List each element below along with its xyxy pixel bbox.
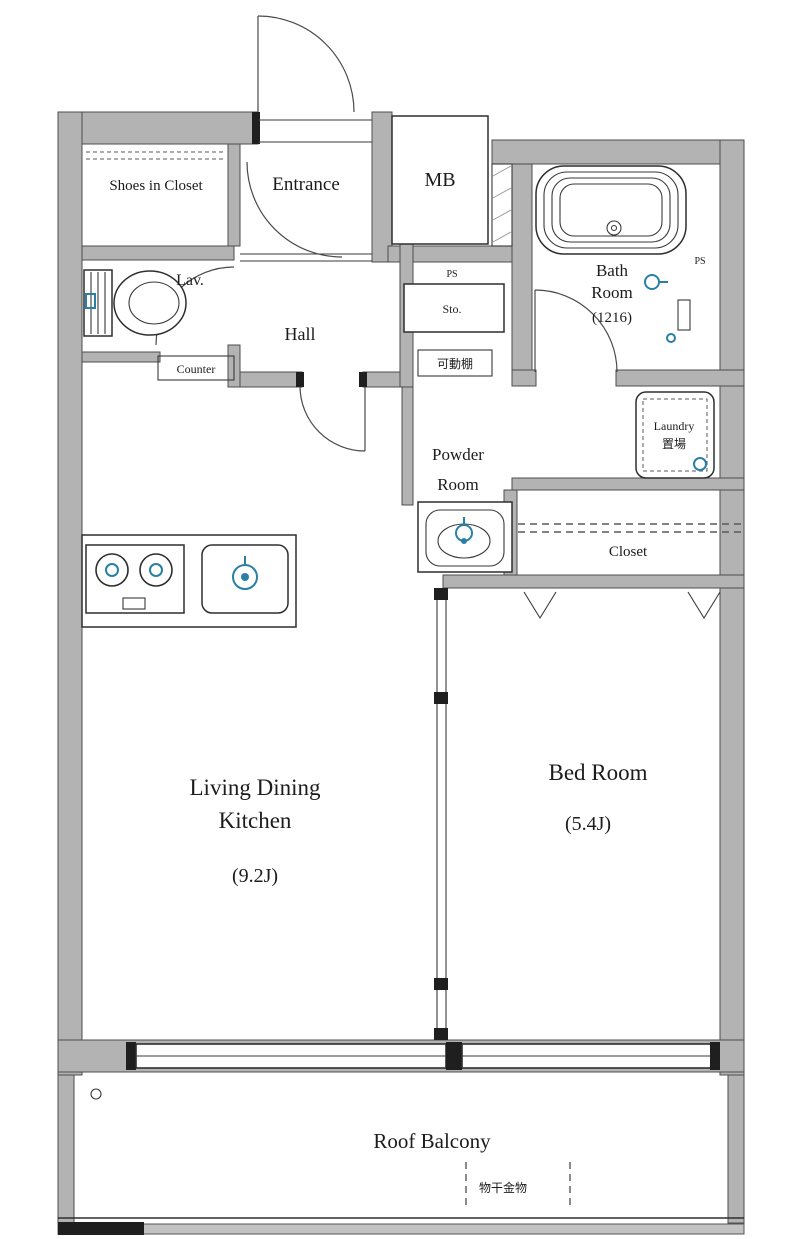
washbasin — [417, 501, 513, 573]
wall-lav-bottom — [81, 351, 161, 363]
bath-faucet — [644, 274, 668, 290]
mb-label: MB — [424, 169, 455, 191]
meter-box — [391, 115, 489, 245]
shower-fixture — [666, 299, 691, 343]
counter-box — [157, 355, 235, 381]
ps-left-label: PS — [446, 269, 457, 280]
drying-hardware-label: 物干金物 — [479, 1180, 527, 1195]
storage-box — [403, 283, 505, 333]
hall-entrance-door-swing — [246, 161, 343, 258]
closet-door-mark-left — [523, 591, 557, 620]
laundry-drain — [693, 457, 707, 471]
stove-burner-right — [139, 553, 173, 587]
wall-lav-entrance-upper — [227, 143, 241, 247]
wall-bath-left — [511, 163, 533, 373]
bedroom-size-label: (5.4J) — [565, 813, 611, 835]
wall-right — [719, 139, 745, 1076]
entrance-jamb-left — [252, 112, 260, 144]
movable-shelf-box — [417, 349, 493, 377]
balcony-drain — [90, 1088, 102, 1100]
sto-label: Sto. — [442, 302, 461, 316]
wall-top-left — [57, 111, 259, 145]
wall-entrance-right — [371, 111, 393, 263]
wall-closet-lav — [81, 245, 235, 261]
laundry-label-line2: 置場 — [662, 437, 686, 451]
wall-powder-left — [401, 386, 414, 506]
hall-ldk-door-swing — [299, 385, 366, 452]
bath-size-label: (1216) — [592, 310, 632, 326]
wall-bedroom-top — [442, 574, 745, 589]
bath-room-label-line1: Bath — [596, 261, 629, 280]
powder-room-label-line2: Room — [437, 475, 479, 494]
stove-grill — [122, 597, 146, 610]
closet-label: Closet — [609, 544, 648, 560]
bath-room-label-line2: Room — [591, 283, 633, 302]
room-partition — [434, 588, 448, 1040]
balcony — [57, 1074, 745, 1235]
lav-label: Lav. — [176, 272, 204, 289]
washing-machine-pan — [635, 391, 715, 479]
entrance-door — [252, 15, 372, 144]
shoes-in-closet-label: Shoes in Closet — [109, 178, 203, 194]
wall-left — [57, 111, 83, 1076]
movable-shelf-label: 可動棚 — [437, 356, 473, 371]
interior-walls — [81, 143, 745, 589]
counter-label: Counter — [177, 362, 216, 376]
powder-room-label-line1: Powder — [432, 445, 484, 464]
bath-drain — [606, 220, 622, 236]
stove — [85, 544, 185, 614]
wall-bath-bottom-right — [615, 369, 745, 387]
bath-door-swing — [534, 289, 618, 373]
bathtub — [535, 165, 687, 255]
balcony-wall-left — [57, 1074, 75, 1224]
room-labels: Shoes in Closet Entrance MB PS PS Bath R… — [109, 169, 705, 1195]
kitchen-sink — [201, 544, 289, 614]
stove-burner-left — [95, 553, 129, 587]
shoes-closet-shelf — [86, 151, 226, 160]
entrance-step — [240, 253, 372, 262]
ldk-label-line2: Kitchen — [219, 808, 292, 833]
closet-area — [518, 523, 742, 620]
entrance-label: Entrance — [272, 174, 340, 195]
entrance-door-swing — [257, 15, 355, 113]
bedroom-label: Bed Room — [548, 760, 647, 785]
roof-balcony-label: Roof Balcony — [373, 1129, 491, 1153]
wall-hall-bottom-left — [239, 371, 303, 388]
wall-bath-bottom-left — [511, 369, 537, 387]
closet-door-mark-right — [687, 591, 721, 620]
balcony-railing — [57, 1223, 745, 1235]
ps-shaft-hatch — [491, 163, 513, 247]
ldk-size-label: (9.2J) — [232, 865, 278, 887]
balcony-wall-right — [727, 1074, 745, 1224]
wall-powder-closet — [511, 477, 745, 491]
ldk-label-line1: Living Dining — [190, 775, 321, 800]
laundry-label-line1: Laundry — [654, 419, 695, 433]
ps-right-label: PS — [694, 256, 705, 267]
toilet — [83, 269, 187, 337]
toilet-bowl — [113, 270, 187, 336]
windows-bottom — [126, 1042, 720, 1070]
hall-label: Hall — [285, 324, 316, 344]
wall-top-right — [491, 139, 745, 165]
